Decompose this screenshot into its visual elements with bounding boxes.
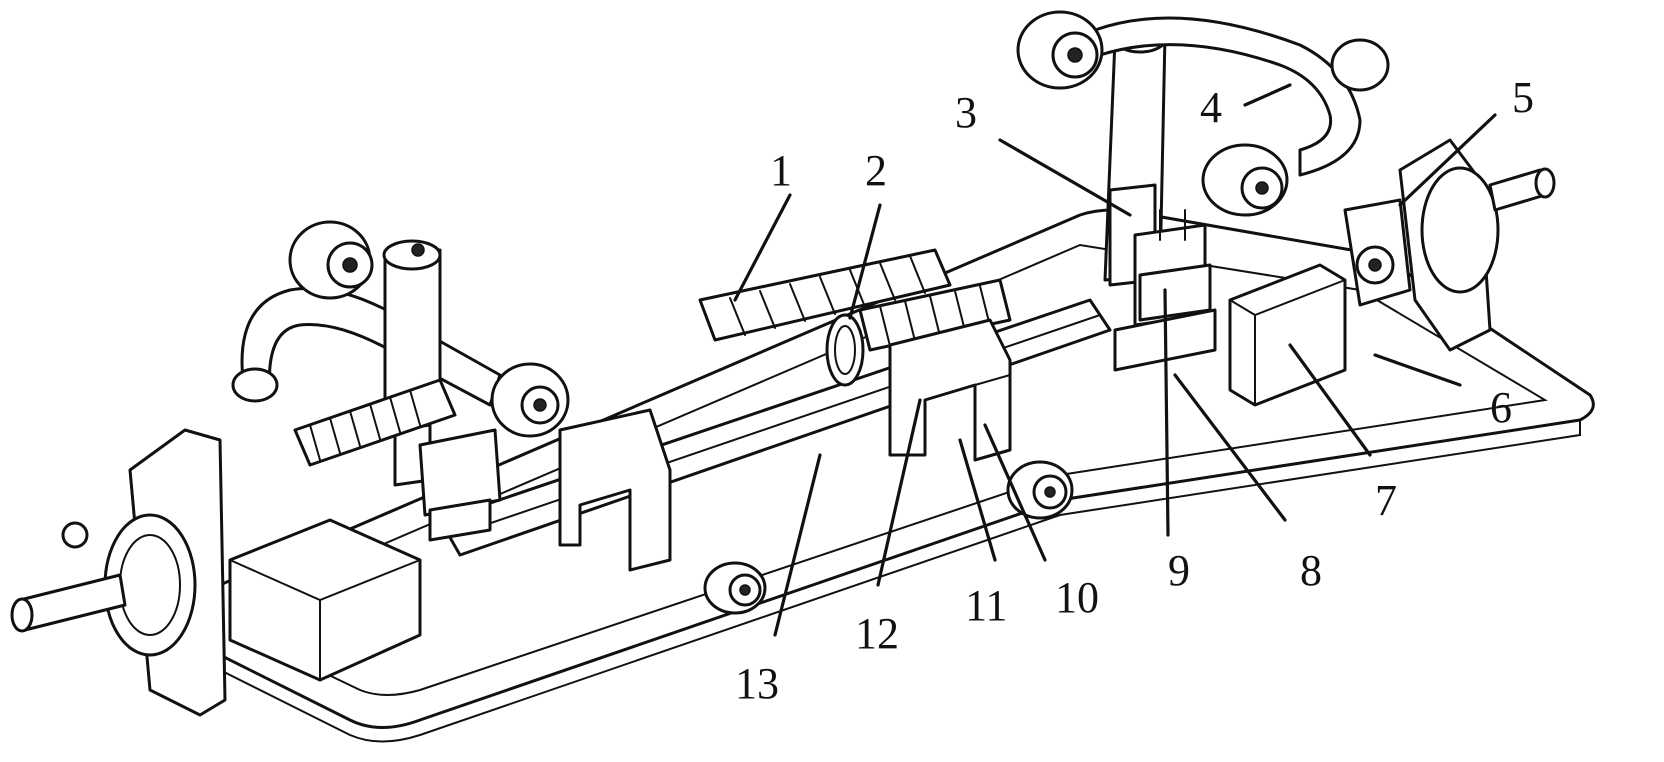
leader-6 (1373, 353, 1462, 387)
right-lower-bushing (1006, 460, 1074, 520)
leader-9 (1163, 288, 1170, 537)
leader-11 (958, 438, 997, 562)
callouts: 1 2 3 4 5 6 7 8 9 10 11 12 13 (735, 73, 1534, 708)
callout-9: 9 (1168, 546, 1190, 595)
leader-10 (983, 423, 1047, 562)
callout-6: 6 (1490, 383, 1512, 432)
leader-4 (1243, 83, 1292, 107)
callout-1: 1 (770, 146, 792, 195)
left-hub (10, 428, 227, 717)
callout-3: 3 (955, 88, 977, 137)
left-lower-parts (418, 408, 767, 615)
leader-lines (733, 83, 1497, 637)
callout-13: 13 (735, 659, 779, 708)
callout-2: 2 (865, 146, 887, 195)
left-spring (293, 378, 457, 467)
center-spring-long (698, 248, 952, 342)
leader-8 (1173, 373, 1287, 522)
right-hub (1398, 138, 1556, 352)
leader-13 (773, 453, 822, 637)
callout-5: 5 (1512, 73, 1534, 122)
left-upper-arm (231, 220, 570, 438)
leader-1 (733, 193, 792, 302)
callout-11: 11 (965, 581, 1007, 630)
right-spring-seat (1113, 209, 1217, 372)
callout-4: 4 (1200, 83, 1222, 132)
center-spring-short (825, 278, 1012, 387)
right-upper-arm (1016, 10, 1390, 217)
leader-3 (998, 138, 1132, 217)
right-knuckle (1343, 198, 1412, 307)
callout-8: 8 (1300, 546, 1322, 595)
left-block (228, 518, 422, 682)
callout-7: 7 (1375, 476, 1397, 525)
leader-5 (1398, 113, 1497, 207)
leader-7 (1288, 343, 1372, 457)
leader-12 (876, 398, 922, 587)
right-block (1228, 263, 1347, 407)
callout-10: 10 (1055, 573, 1099, 622)
leader-2 (848, 203, 882, 320)
callout-12: 12 (855, 609, 899, 658)
